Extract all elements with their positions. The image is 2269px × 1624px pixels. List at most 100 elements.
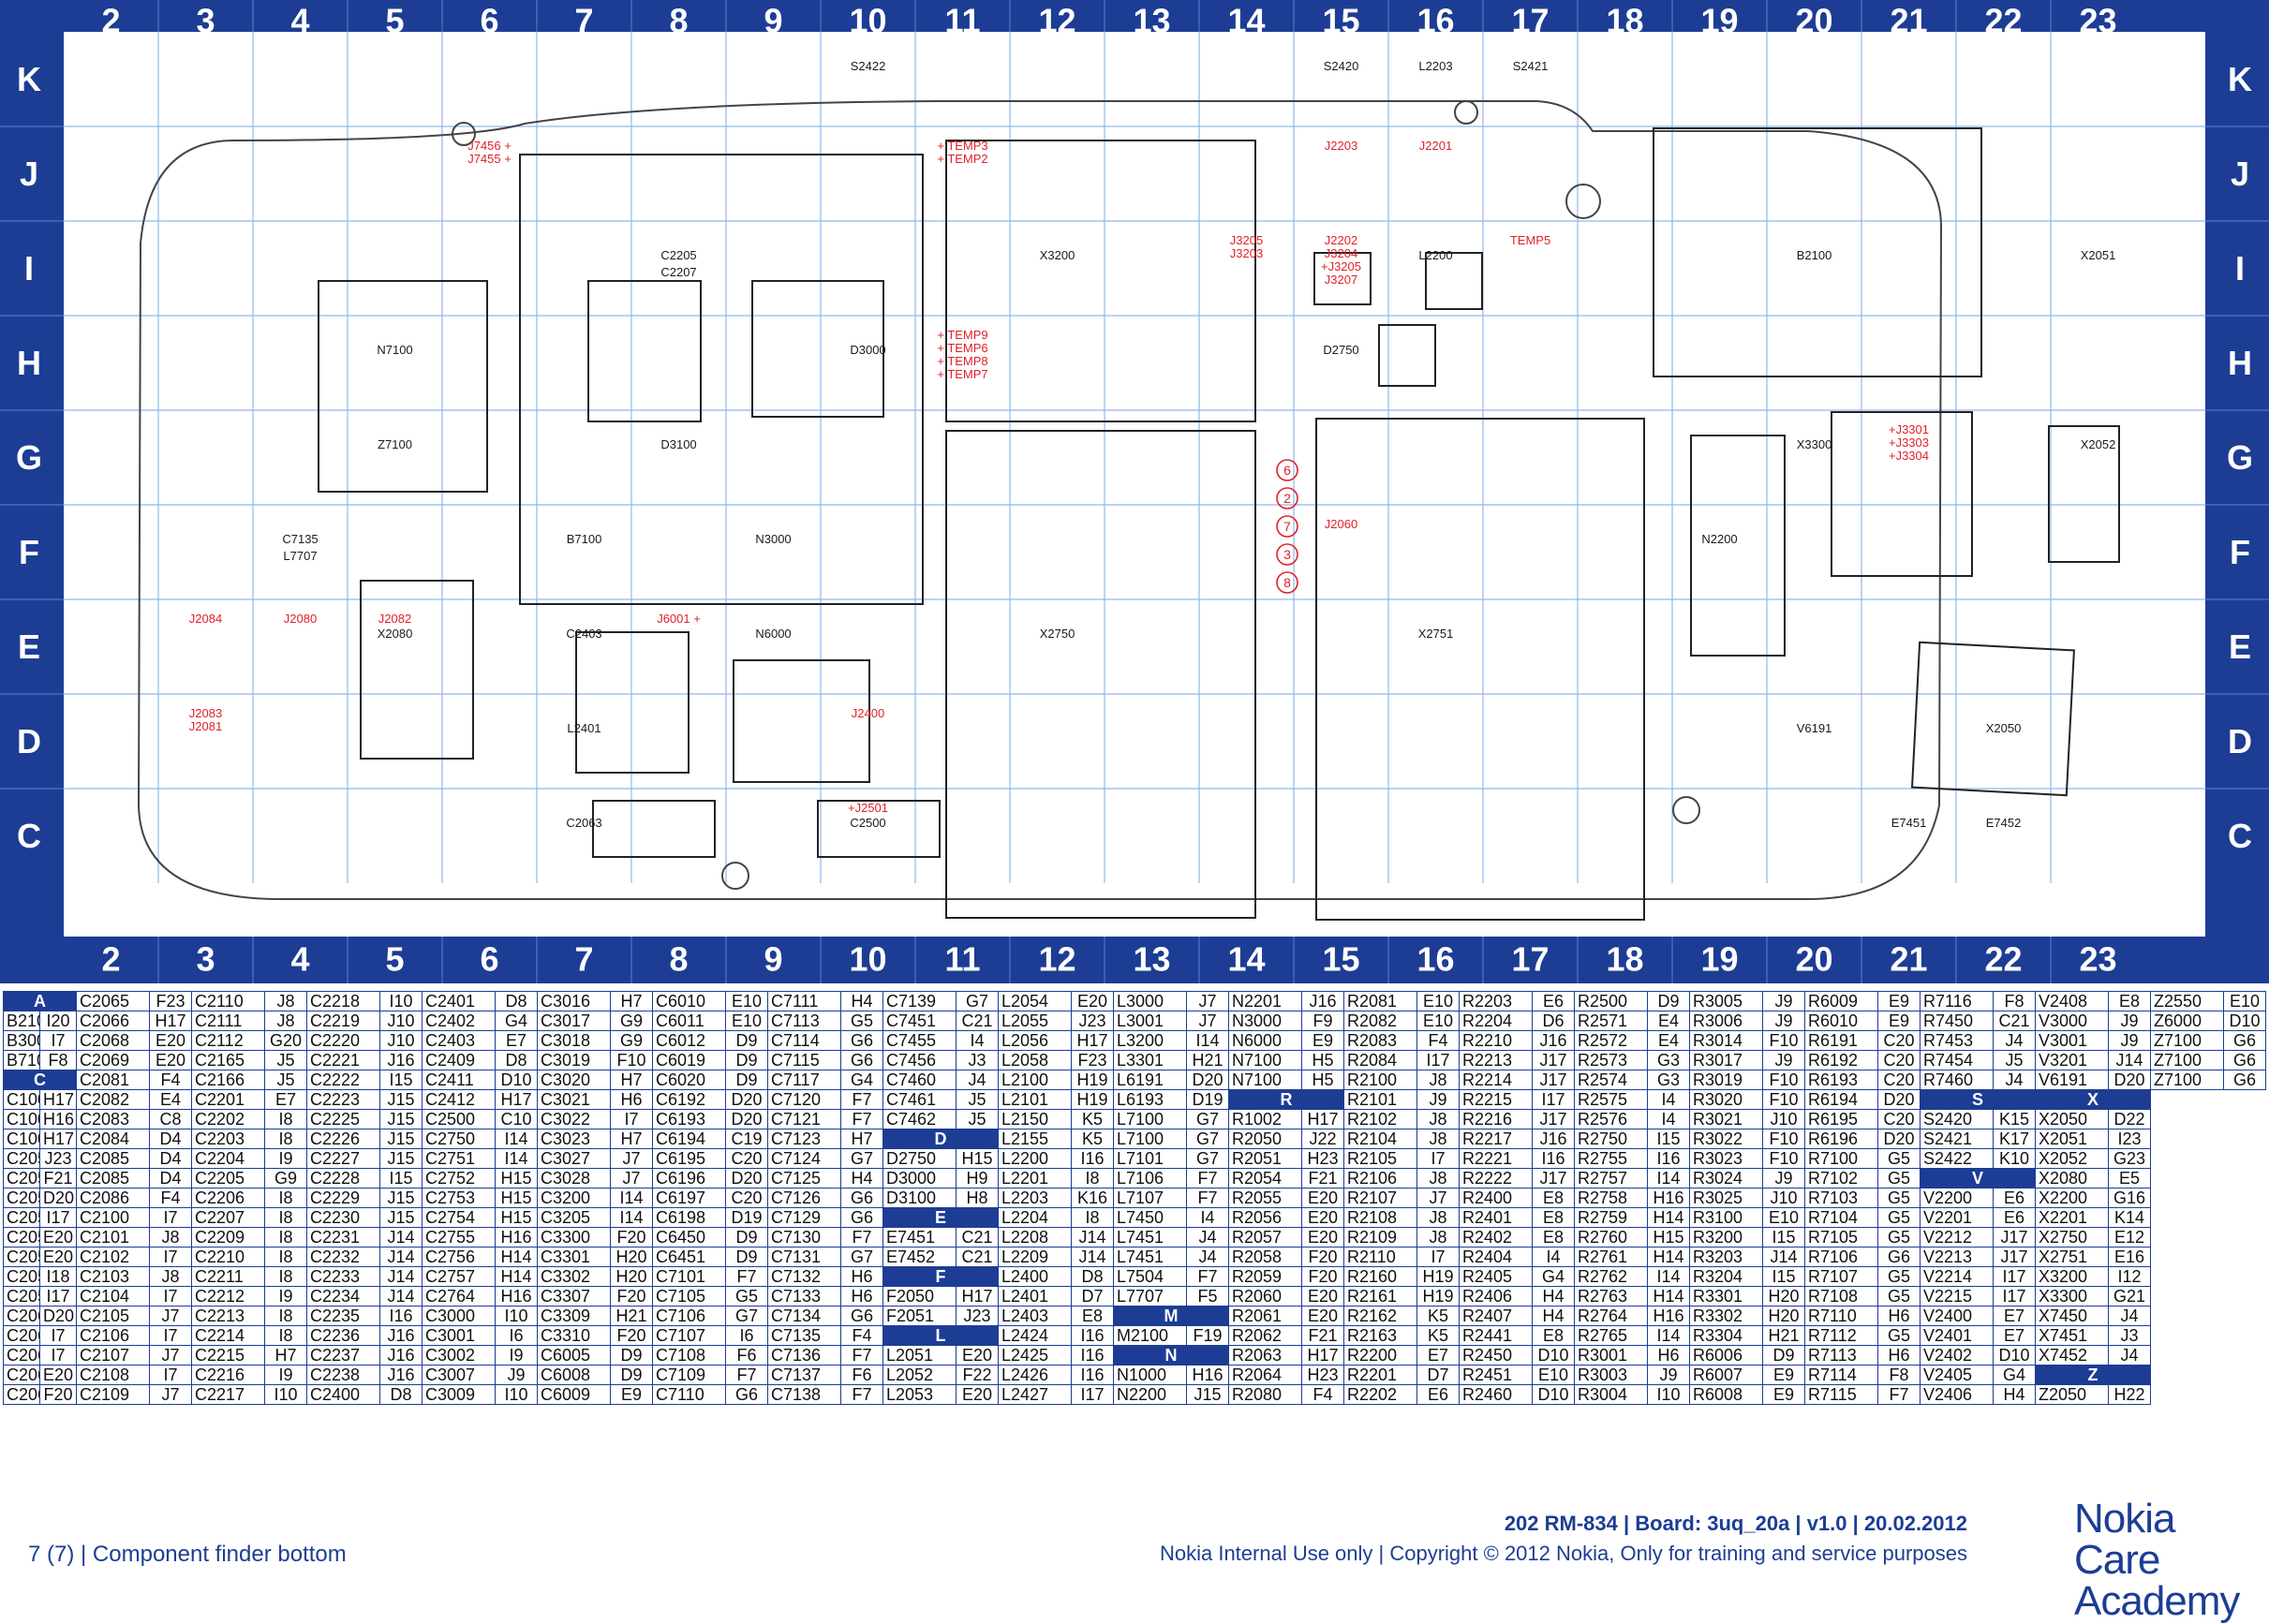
finder-location: G5	[725, 1286, 768, 1307]
finder-row: B3000I7C2068E20C2112G20C2220J10C2403E7C3…	[3, 1030, 2266, 1051]
finder-location: I16	[1071, 1345, 1114, 1366]
finder-location: I9	[264, 1365, 307, 1385]
finder-location: J14	[1071, 1227, 1114, 1248]
finder-location: J7	[610, 1168, 653, 1188]
finder-location: D10	[1993, 1345, 2036, 1366]
finder-location: H16	[495, 1227, 538, 1248]
finder-location: J15	[379, 1089, 423, 1110]
finder-location: J9	[1762, 1050, 1805, 1070]
finder-location: J9	[2108, 1030, 2151, 1051]
finder-location: J10	[1762, 1109, 1805, 1129]
finder-location: J5	[956, 1109, 999, 1129]
finder-ref: L2400	[998, 1266, 1072, 1287]
finder-location: G5	[1877, 1227, 1920, 1248]
finder-ref: C2069	[76, 1050, 150, 1070]
finder-ref: R2064	[1228, 1365, 1302, 1385]
finder-ref: C2061	[3, 1325, 40, 1346]
finder-location: D9	[725, 1050, 768, 1070]
finder-ref: R2108	[1343, 1207, 1417, 1228]
finder-ref: L3000	[1113, 991, 1187, 1011]
finder-ref: C2236	[306, 1325, 380, 1346]
finder-ref: L2150	[998, 1109, 1072, 1129]
finder-ref: R2054	[1228, 1168, 1302, 1188]
finder-location: D7	[1071, 1286, 1114, 1307]
finder-ref: C2231	[306, 1227, 380, 1248]
finder-empty-cell	[2150, 1345, 2266, 1366]
finder-ref: C2401	[422, 991, 496, 1011]
finder-ref: R2401	[1459, 1207, 1533, 1228]
finder-location: K10	[1993, 1148, 2036, 1169]
finder-ref: C2165	[191, 1050, 265, 1070]
test-point-label: J2084	[189, 612, 222, 626]
test-point-label: + TEMP7	[937, 367, 987, 381]
finder-location: G5	[1877, 1325, 1920, 1346]
finder-location: H15	[495, 1188, 538, 1208]
finder-ref: C7113	[767, 1011, 841, 1031]
finder-location: D20	[725, 1089, 768, 1110]
finder-location: D7	[1416, 1365, 1460, 1385]
finder-ref: R6193	[1804, 1070, 1878, 1090]
finder-ref: X7452	[2035, 1345, 2109, 1366]
finder-location: I8	[264, 1306, 307, 1326]
test-point-label: J2080	[284, 612, 317, 626]
finder-location: I10	[495, 1384, 538, 1405]
finder-location: E9	[1877, 1011, 1920, 1031]
finder-location: D4	[149, 1148, 192, 1169]
finder-ref: X7450	[2035, 1306, 2109, 1326]
finder-ref: V2212	[1920, 1227, 1994, 1248]
finder-ref: R2222	[1459, 1168, 1533, 1188]
finder-ref: E7452	[882, 1247, 957, 1267]
finder-location: J10	[379, 1030, 423, 1051]
finder-ref: C2222	[306, 1070, 380, 1090]
finder-ref: C3300	[537, 1227, 611, 1248]
component-label: C2207	[660, 265, 696, 279]
finder-ref: V2200	[1920, 1188, 1994, 1208]
finder-ref: C2205	[191, 1168, 265, 1188]
component-label: L2401	[567, 721, 601, 735]
finder-ref: R6007	[1689, 1365, 1763, 1385]
finder-ref: C2764	[422, 1286, 496, 1307]
finder-location: I8	[264, 1247, 307, 1267]
component-label: S2422	[851, 59, 886, 73]
finder-location: F7	[725, 1365, 768, 1385]
finder-location: I14	[1647, 1168, 1690, 1188]
grid-column-label: 21	[1890, 2, 1927, 40]
test-point-label: + TEMP3	[937, 139, 987, 153]
finder-ref: V3201	[2035, 1050, 2109, 1070]
grid-column-label: 16	[1416, 2, 1454, 40]
finder-ref: R6010	[1804, 1011, 1878, 1031]
finder-ref: R7113	[1804, 1345, 1878, 1366]
finder-location: F5	[1186, 1286, 1229, 1307]
finder-location: F7	[1186, 1168, 1229, 1188]
finder-location: D9	[725, 1247, 768, 1267]
finder-location: E20	[39, 1227, 77, 1248]
finder-location: H14	[495, 1266, 538, 1287]
finder-ref: R1002	[1228, 1109, 1302, 1129]
finder-location: F20	[610, 1325, 653, 1346]
finder-ref: C7101	[652, 1266, 726, 1287]
finder-ref: L2055	[998, 1011, 1072, 1031]
finder-location: E9	[1762, 1384, 1805, 1405]
finder-location: F7	[840, 1227, 883, 1248]
finder-location: G9	[610, 1030, 653, 1051]
finder-location: I8	[264, 1109, 307, 1129]
finder-location: I14	[495, 1148, 538, 1169]
finder-ref: C6194	[652, 1129, 726, 1149]
finder-ref: R2163	[1343, 1325, 1417, 1346]
finder-ref: C2756	[422, 1247, 496, 1267]
grid-column-label: 23	[2079, 2, 2116, 40]
finder-location: I10	[379, 991, 423, 1011]
finder-ref: C6198	[652, 1207, 726, 1228]
component-label: S2421	[1513, 59, 1549, 73]
component-label: D3000	[850, 343, 885, 357]
finder-ref: N2201	[1228, 991, 1302, 1011]
finder-ref: C7462	[882, 1109, 957, 1129]
finder-location: D20	[725, 1109, 768, 1129]
finder-location: D10	[2223, 1011, 2266, 1031]
finder-location: I17	[39, 1207, 77, 1228]
component-label: B7100	[567, 532, 602, 546]
finder-ref: R7103	[1804, 1188, 1878, 1208]
finder-ref: V2401	[1920, 1325, 1994, 1346]
finder-ref: C3000	[422, 1306, 496, 1326]
finder-location: G7	[840, 1247, 883, 1267]
